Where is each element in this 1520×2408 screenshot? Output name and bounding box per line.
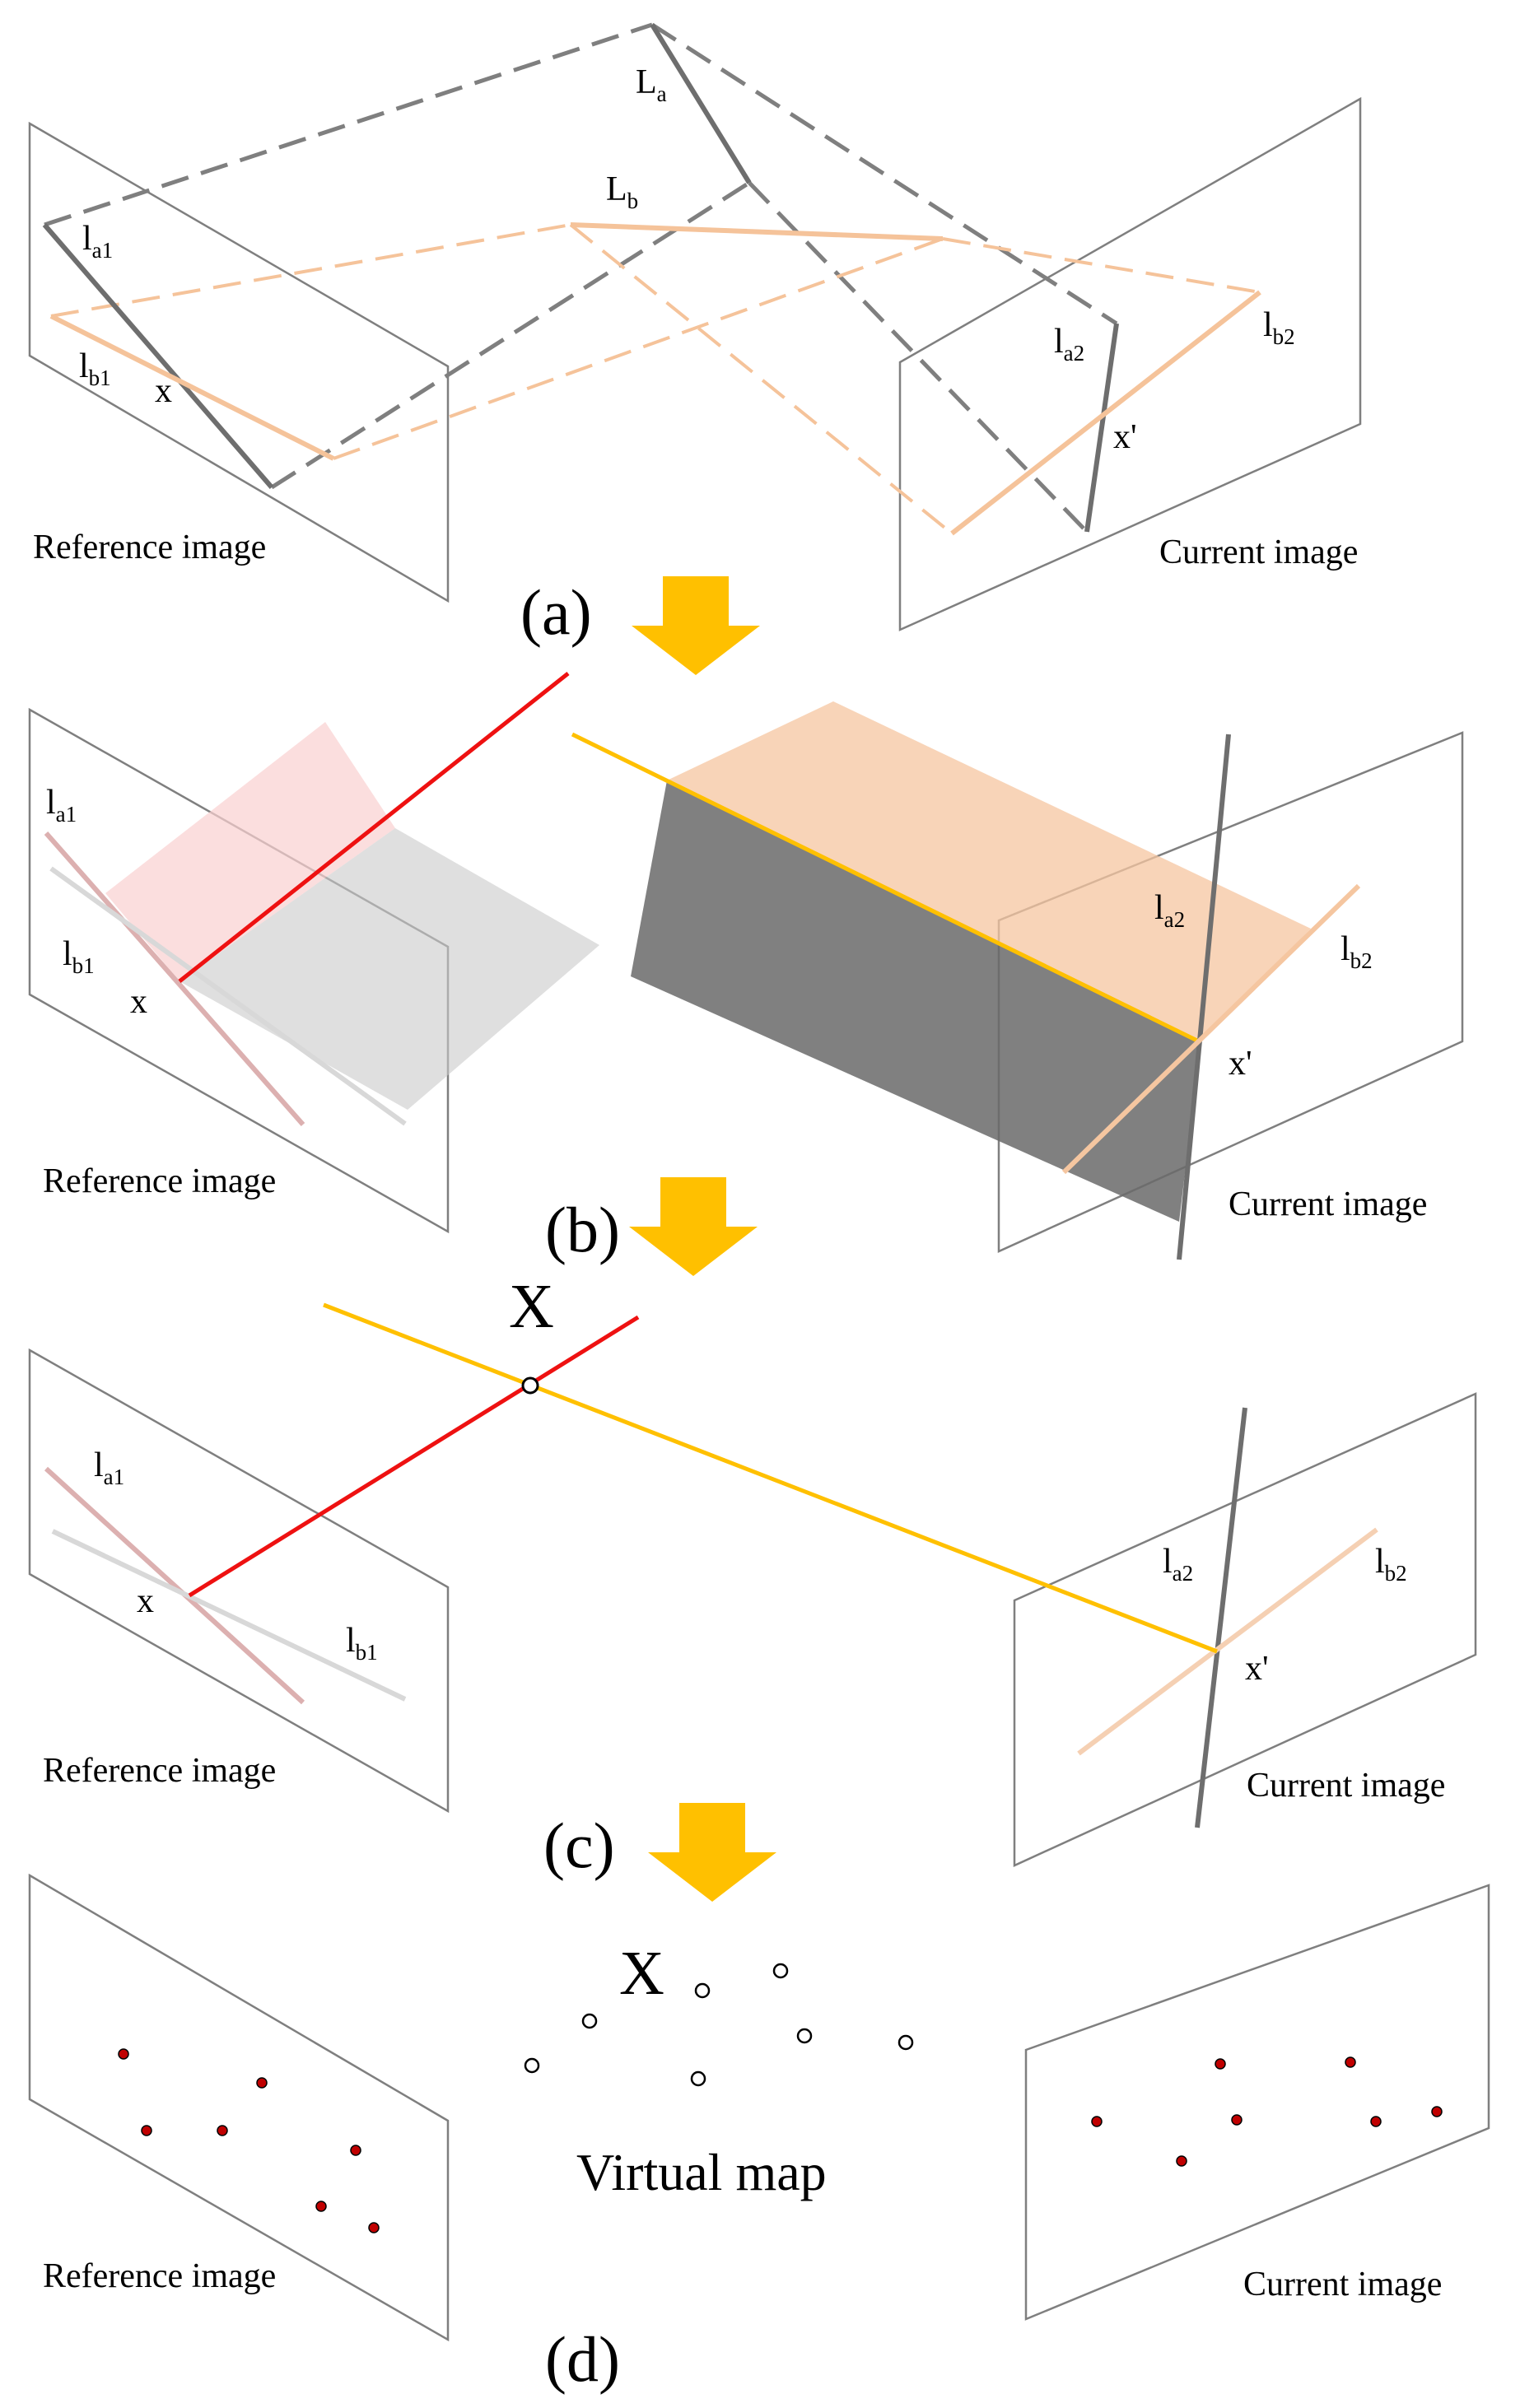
reference-image-label: Reference image [43,2257,276,2295]
label-la1: la1 [94,1446,124,1489]
feature-point [1176,2155,1187,2167]
line-lb1 [49,314,335,461]
reference-ray [188,1315,640,1598]
lb-projection-rays [50,223,1261,535]
label-lb1: lb1 [79,347,111,390]
label-Lb: Lb [606,170,638,213]
caption-c: (c) [543,1809,615,1881]
label-la1: la1 [82,220,113,263]
label-point-x-prime: x' [1229,1045,1252,1083]
line-lb1 [51,1529,407,1702]
label-point-X: X [509,1272,554,1341]
3d-line-La [650,23,752,184]
line-lb2 [950,290,1261,536]
current-image-plane [1013,1392,1477,1867]
line-lb1 [49,866,407,1126]
label-lb2: lb2 [1375,1543,1407,1586]
map-point [690,2070,706,2087]
feature-point [1370,2116,1382,2127]
feature-point [141,2125,152,2136]
caption-b: (b) [545,1194,620,1265]
line-lb2 [1061,883,1361,1175]
current-image-label: Current image [1247,1767,1445,1805]
feature-point [315,2201,327,2212]
label-lb1: lb1 [346,1622,378,1665]
back-projected-ray-x [178,672,570,983]
label-point-x-prime: x' [1245,1650,1269,1688]
feature-point [256,2077,268,2089]
feature-point [1215,2058,1226,2070]
feature-point [350,2145,361,2156]
next-step-arrow-icon [648,1803,776,1902]
map-point [898,2034,914,2051]
feature-point [1091,2116,1103,2127]
map-point [524,2057,540,2074]
current-image-plane [898,96,1362,631]
next-step-arrow-icon [632,576,760,675]
label-la2: la2 [1163,1543,1193,1586]
feature-point [1231,2114,1243,2126]
line-la1 [44,1466,305,1705]
current-ray [323,1302,1218,1654]
label-point-x: x [155,372,172,410]
map-point [581,2013,598,2029]
feature-point [1431,2106,1443,2117]
back-projected-plane-la2 [631,780,1201,1222]
label-la1: la1 [46,784,77,827]
feature-point [368,2222,380,2233]
next-step-arrow-icon [629,1177,758,1276]
reference-image-plane [28,1873,450,2342]
la-projection-rays [44,22,1118,533]
reference-image-plane [28,121,450,603]
panel-a: La Lb la1 lb1 x la2 lb2 x' Reference ima… [28,22,1362,675]
reference-image-plane [28,1348,450,1814]
label-point-x-prime: x' [1113,418,1137,456]
virtual-map-label: Virtual map [576,2143,827,2201]
line-la1 [44,831,305,1126]
feature-point [118,2048,129,2060]
line-la2 [1177,734,1231,1260]
current-feature-points [1091,2056,1443,2167]
map-point [694,1982,711,1999]
feature-point [1345,2056,1356,2068]
current-image-label: Current image [1159,533,1358,571]
label-lb2: lb2 [1340,930,1373,973]
current-image-label: Current image [1229,1185,1427,1223]
panel-b: la1 lb1 x la2 lb2 x' Reference image Cur… [28,672,1464,1276]
current-image-label: Current image [1243,2266,1442,2303]
plane-intersection-ray [571,732,1202,1045]
label-point-X: X [619,1939,664,2008]
line-la1 [42,223,274,489]
line-la2 [1084,323,1119,533]
reference-image-label: Reference image [43,1162,276,1200]
label-la2: la2 [1054,323,1084,366]
reference-image-label: Reference image [43,1752,276,1790]
triangulated-point-X [521,1376,539,1395]
label-La: La [636,63,667,106]
label-lb2: lb2 [1263,306,1295,349]
label-la2: la2 [1154,889,1185,932]
map-point [796,2028,813,2044]
label-point-x: x [130,983,147,1021]
feature-point [217,2125,228,2136]
current-image-plane [1024,1884,1490,2321]
label-lb1: lb1 [63,935,95,978]
virtual-map-points [524,1963,914,2087]
caption-d: (d) [545,2323,620,2395]
back-projected-plane-lb2 [667,701,1311,1042]
3d-line-Lb [570,222,944,241]
caption-a: (a) [520,576,592,648]
panel-c: X la1 x lb1 la2 lb2 x' Reference image C… [28,1272,1477,1902]
line-la2 [1195,1407,1247,1828]
map-point [772,1963,789,1979]
panel-d: X Virtual map Reference image Current im… [28,1873,1490,2395]
line-lb2 [1077,1527,1378,1756]
reference-feature-points [118,2048,380,2233]
back-projected-plane-la1 [105,722,395,981]
label-point-x: x [137,1582,154,1620]
reference-image-label: Reference image [33,529,266,566]
